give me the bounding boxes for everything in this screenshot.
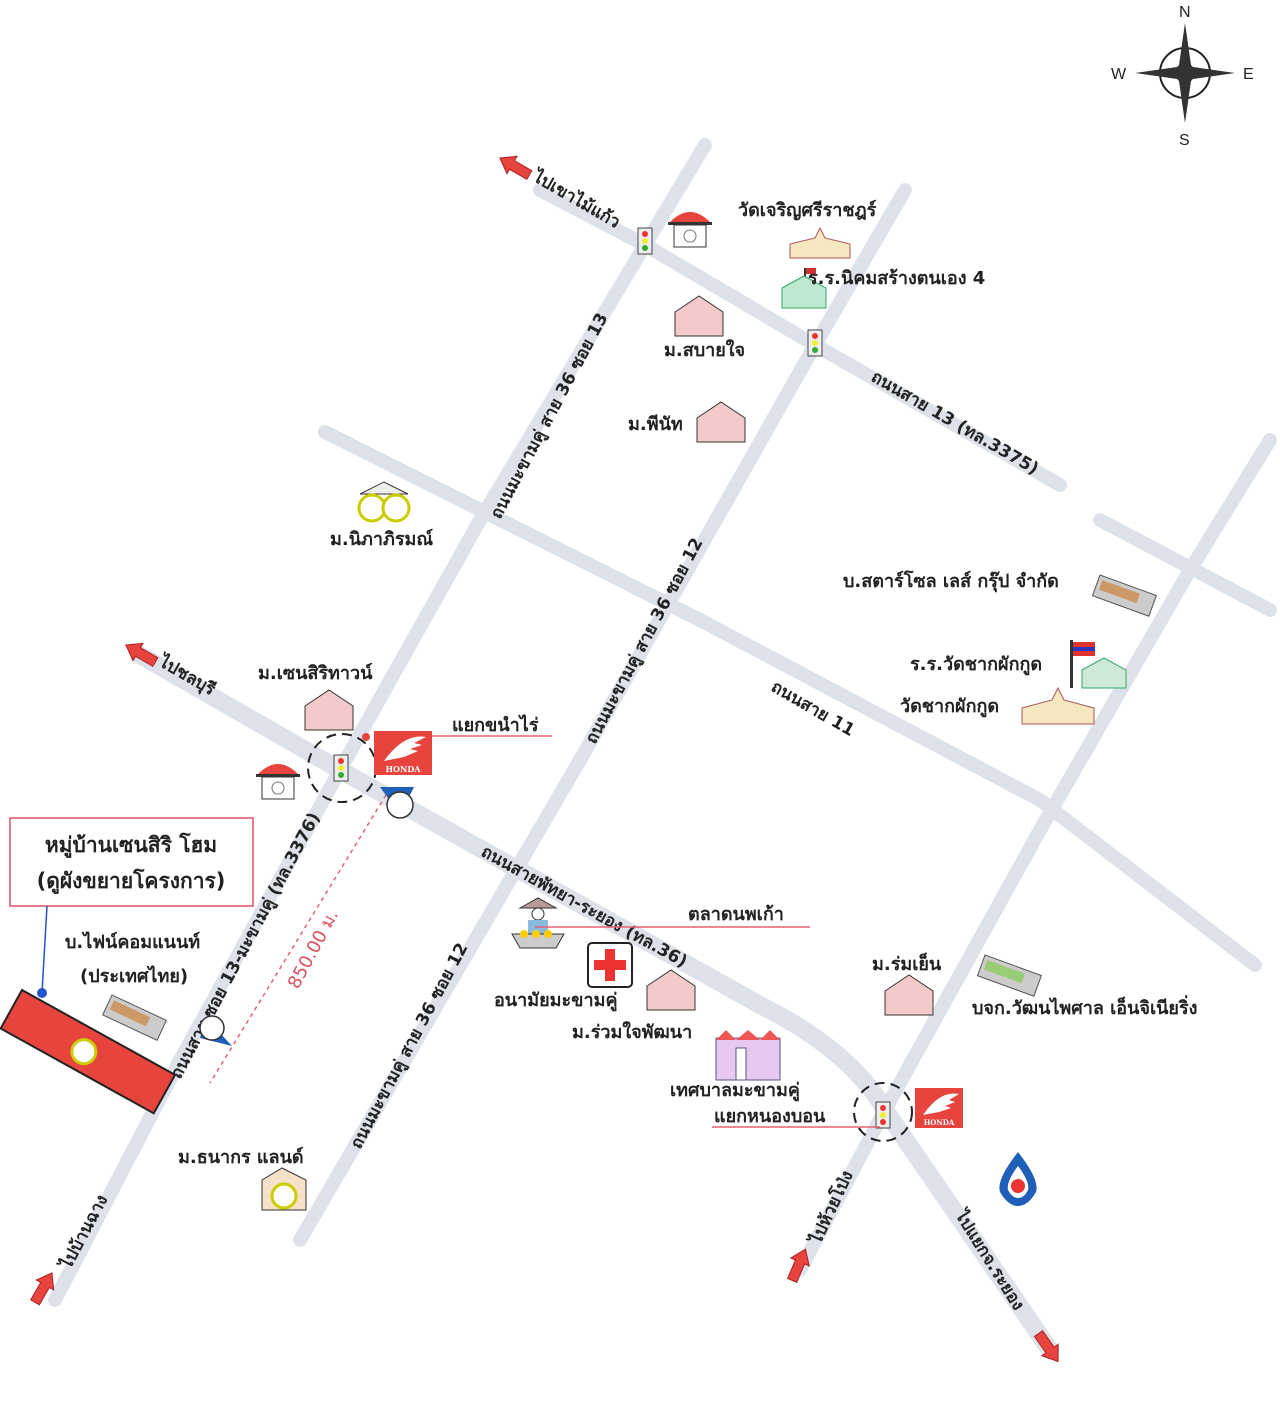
wat-charoen-label: วัดเจริญศรีราชฎร์ — [738, 199, 877, 221]
honda-wordmark: HONDA — [386, 764, 422, 774]
road-soi12-south-label: ถนนมะขามคู่ สาย 36 ซอย 12 — [347, 940, 474, 1153]
traffic-light-icon — [875, 1101, 891, 1129]
road-13-label: ถนนสาย 13 (ทล.3375) — [868, 367, 1042, 479]
marker-dot — [362, 733, 370, 741]
traffic-light-icon — [333, 754, 349, 782]
project-title: หมู่บ้านเซนสิริ โฮม — [45, 832, 217, 859]
project-subtitle: (ดูผังขยายโครงการ) — [37, 868, 226, 895]
arrow-chonburi-icon — [125, 642, 159, 668]
wat-chak-label: วัดชากผักกูด — [900, 696, 999, 718]
direction-ban-chang: ไปบ้านฉาง — [55, 1191, 112, 1274]
m-sensiri-town-label: ม.เซนสิริทาวน์ — [258, 662, 373, 684]
m-romyen-label: ม.ร่มเย็น — [872, 952, 942, 975]
anamai-label: อนามัยมะขามคู่ — [494, 990, 618, 1012]
police-box-icon — [256, 764, 300, 800]
market-vendor-icon — [511, 897, 565, 949]
khanam-rai-label: แยกขนำไร่ — [452, 714, 539, 736]
factory-icon — [976, 954, 1043, 997]
wattana-label: บจก.วัฒนไพศาล เอ็นจิเนียริ่ง — [972, 995, 1197, 1019]
direction-huai-pong: ไปห้วยโป่ง — [805, 1167, 858, 1249]
compass-s: S — [1179, 132, 1190, 149]
road-soi12 — [293, 183, 912, 1247]
temple-icon — [789, 226, 851, 259]
ptt-station-icon — [999, 1152, 1037, 1206]
housing-estate-icon — [357, 481, 411, 523]
house-icon — [696, 401, 746, 443]
honda-logo-icon: HONDA — [915, 1088, 963, 1128]
housing-estate-icon — [261, 1167, 307, 1211]
school-chak-label: ร.ร.วัดชากผักกูด — [910, 654, 1042, 676]
road-11 — [318, 425, 1262, 972]
m-ruamjai-label: ม.ร่วมใจพัฒนา — [572, 1021, 692, 1043]
gas-station-icon — [380, 787, 414, 819]
house-icon — [646, 969, 696, 1011]
school-icon — [781, 268, 827, 309]
temple-icon — [1021, 686, 1095, 725]
compass-w: W — [1111, 66, 1127, 83]
arrow-rayong-icon — [1033, 1330, 1059, 1363]
traffic-light-icon — [807, 329, 823, 357]
honda-wordmark: HONDA — [924, 1118, 955, 1127]
project-site[interactable] — [0, 988, 177, 1115]
distance-label: 850.00 ม. — [284, 906, 343, 992]
m-peanut-label: ม.พีนัท — [628, 414, 683, 435]
house-icon — [304, 689, 354, 731]
m-sabaijai-label: ม.สบายใจ — [664, 339, 745, 361]
road-east-2 — [1093, 513, 1277, 617]
factory-icon — [1091, 574, 1158, 617]
compass-n: N — [1179, 4, 1191, 21]
honda-logo-icon: HONDA — [374, 731, 432, 775]
road-pattaya-rayong — [131, 646, 1059, 1359]
arrow-ban-chang-icon — [29, 1272, 55, 1306]
road-pattaya-rayong-label: ถนนสายพัทยา-ระยอง (ทล.36) — [478, 842, 691, 972]
m-nipa-label: ม.นิภาภิรมณ์ — [330, 528, 433, 550]
thesaban-label: เทศบาลมะขามคู่ — [670, 1080, 800, 1102]
school-nikhom-label: ร.ร.นิคมสร้างตนเอง 4 — [808, 268, 985, 289]
municipality-icon — [715, 1030, 781, 1081]
road-13 — [533, 183, 1067, 492]
police-box-icon — [668, 212, 712, 248]
nong-bon-label: แยกหนองบอน — [714, 1106, 826, 1127]
compass-rose: N S E W — [1111, 4, 1254, 149]
m-thanakorn-label: ม.ธนากร แลนด์ — [178, 1146, 304, 1168]
project-callout-box — [9, 817, 254, 907]
compass-e: E — [1243, 66, 1254, 83]
arrow-khao-mai-kaeo-icon — [499, 155, 533, 181]
talat-label: ตลาดนพเก้า — [688, 904, 784, 925]
gas-station-icon — [199, 1015, 232, 1046]
project-pin — [37, 988, 47, 998]
health-center-icon — [587, 942, 633, 988]
distance-line — [209, 794, 387, 1084]
intersection-nong-bon — [853, 1082, 913, 1142]
traffic-light-icon — [637, 227, 653, 255]
factory-icon — [102, 994, 168, 1041]
fine-components-label: บ.ไฟน์คอมแนนท์ — [65, 931, 200, 953]
direction-rayong: ไปแยกจ.ระยอง — [950, 1205, 1029, 1314]
house-icon — [884, 974, 934, 1016]
road-soi13-label: ถนนมะขามคู่ สาย 36 ซอย 13 — [487, 310, 614, 523]
school-flag-icon — [1070, 640, 1127, 689]
arrow-huai-pong-icon — [786, 1248, 810, 1284]
leader-line — [41, 905, 48, 994]
road-east — [793, 433, 1277, 1277]
roads — [48, 138, 1277, 1359]
fine-components-label-2: (ประเทศไทย) — [80, 965, 188, 987]
starsol-label: บ.สตาร์โซล เลส์ กรุ๊ป จำกัด — [843, 570, 1059, 593]
house-icon — [674, 295, 724, 337]
